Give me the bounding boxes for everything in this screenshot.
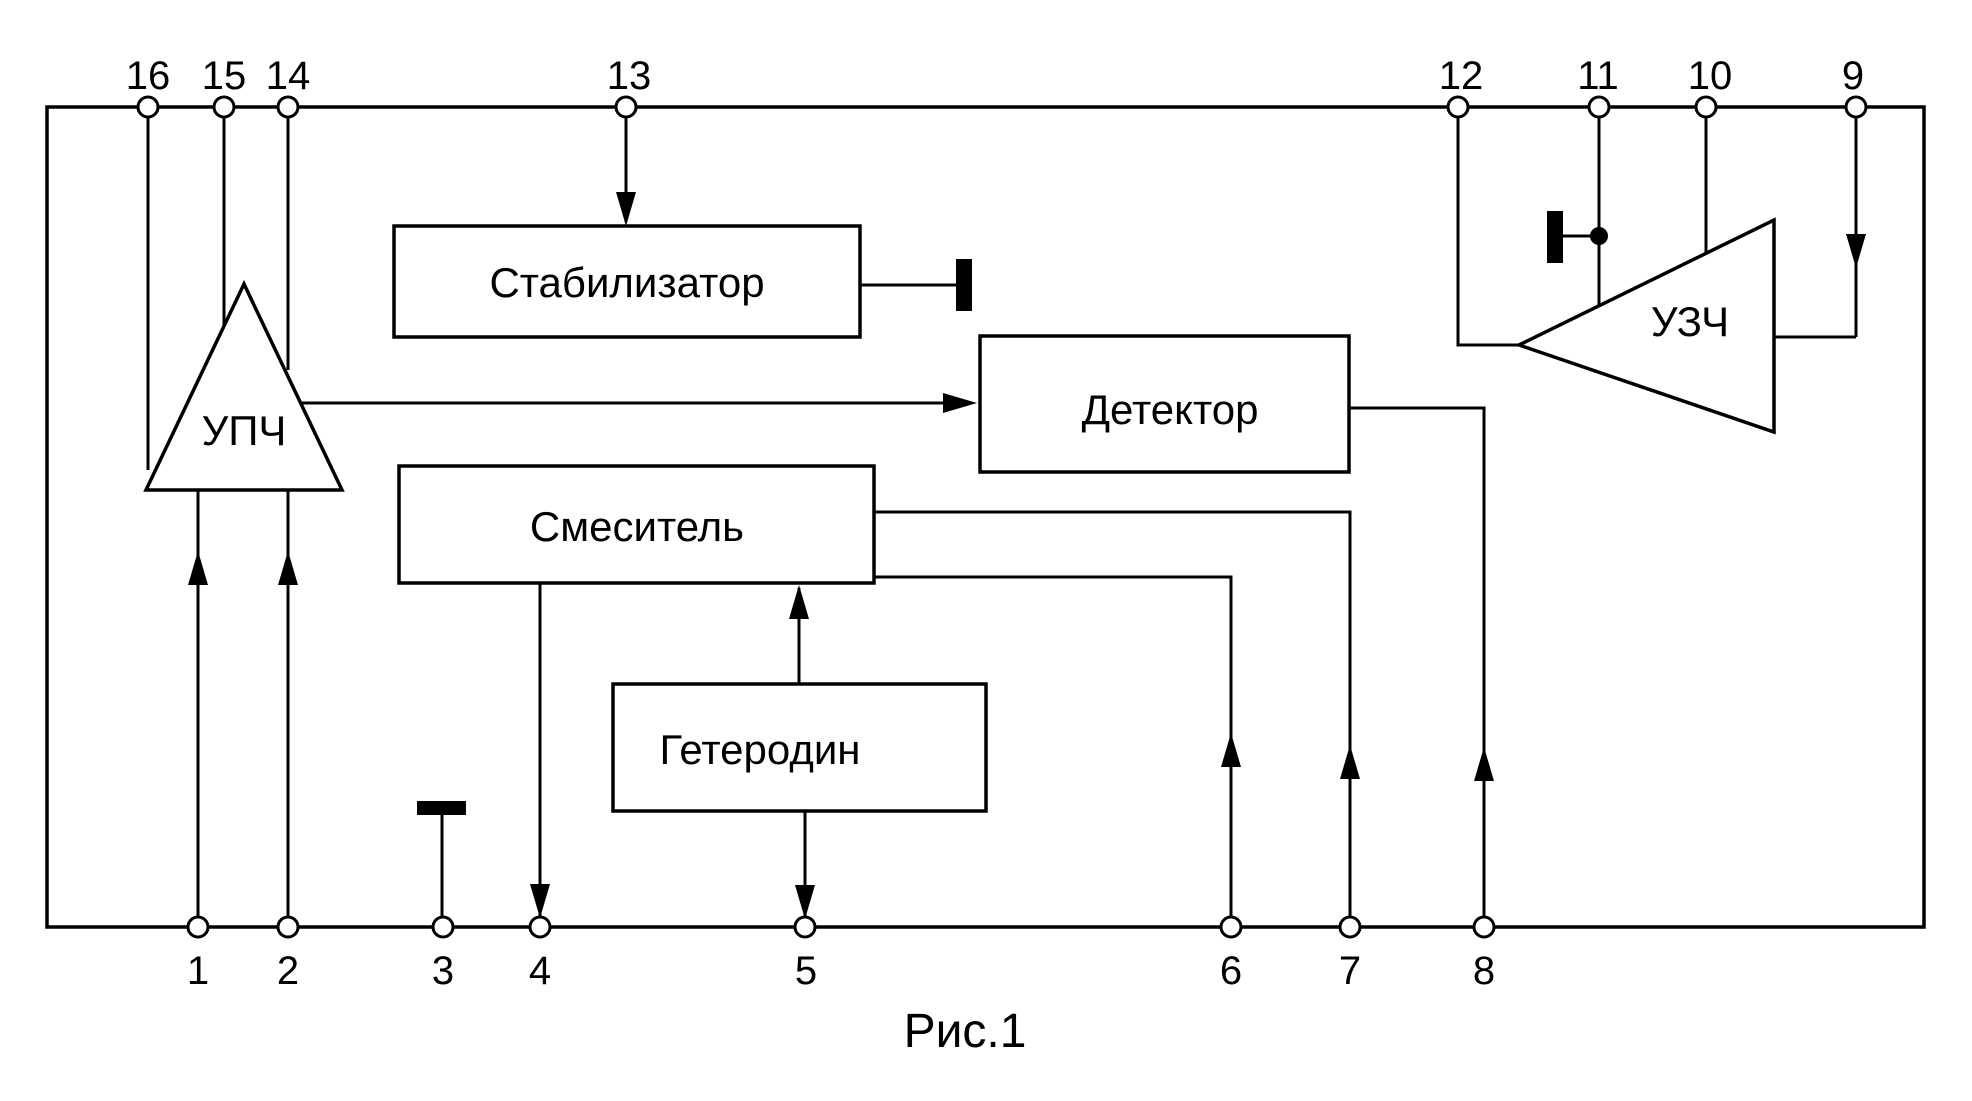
arrowhead-pin4-down (530, 884, 550, 918)
arrowhead-pin5-down (795, 885, 815, 919)
pin-label-15: 15 (202, 54, 247, 98)
capacitor-plate-stabilizer (956, 259, 972, 311)
pin-label-8: 8 (1473, 949, 1495, 993)
pin-16-node (136, 95, 160, 119)
pin-4-node (528, 915, 552, 939)
block-label-mixer: Смеситель (530, 503, 744, 550)
pin-label-9: 9 (1842, 54, 1864, 98)
pin-3-node (431, 915, 455, 939)
pin-label-7: 7 (1339, 949, 1361, 993)
pin-9-node (1844, 95, 1868, 119)
pin-10-node (1694, 95, 1718, 119)
pin-label-16: 16 (126, 54, 171, 98)
local-oscillator-block (611, 682, 988, 813)
pin-1-node (186, 915, 210, 939)
arrowhead-pin1-up (188, 551, 208, 585)
arrowhead-into-mixer-up (789, 585, 809, 619)
audio-amplifier-triangle (1514, 217, 1776, 435)
pin-label-6: 6 (1220, 949, 1242, 993)
arrowhead-pin8-up (1474, 747, 1494, 781)
figure-caption: Рис.1 (904, 1005, 1027, 1058)
pin-label-2: 2 (277, 949, 299, 993)
if-amplifier-triangle (143, 279, 345, 492)
pin-label-10: 10 (1688, 54, 1733, 98)
pin-13-node (614, 95, 638, 119)
block-label-if-amplifier: УПЧ (202, 407, 287, 454)
pin-label-3: 3 (432, 949, 454, 993)
pin-label-12: 12 (1439, 54, 1484, 98)
pin-12-node (1446, 95, 1470, 119)
pin-label-11: 11 (1577, 54, 1619, 98)
mixer-block (397, 464, 876, 585)
wire-pin12-to-afamp (1456, 107, 1519, 347)
arrowhead-pin2-up (278, 551, 298, 585)
arrowhead-pin9-down (1846, 234, 1866, 268)
pin-label-1: 1 (187, 949, 209, 993)
pin-label-13: 13 (607, 54, 652, 98)
block-label-local-oscillator: Гетеродин (660, 726, 861, 773)
pin-2-node (276, 915, 300, 939)
junction-dot-pin11 (1590, 227, 1608, 245)
pin-11-node (1587, 95, 1611, 119)
arrowhead-into-detector (943, 393, 977, 413)
pin-label-14: 14 (266, 54, 311, 98)
arrowhead-pin13-down (616, 192, 636, 226)
arrowhead-pin7-up (1340, 745, 1360, 779)
block-label-detector: Детектор (1082, 386, 1259, 433)
detector-block (978, 334, 1351, 474)
block-label-audio-amplifier: УЗЧ (1651, 298, 1729, 345)
arrowhead-pin6-up (1221, 733, 1241, 767)
block-label-stabilizer: Стабилизатор (489, 259, 764, 306)
wire-mixer-to-pin6 (874, 575, 1233, 927)
pin-8-node (1472, 915, 1496, 939)
pin-15-node (212, 95, 236, 119)
pin-7-node (1338, 915, 1362, 939)
pin-label-5: 5 (795, 949, 817, 993)
wire-detector-to-pin8 (1349, 406, 1486, 927)
pin-label-4: 4 (529, 949, 551, 993)
stabilizer-block (392, 224, 862, 339)
capacitor-plate-pin11 (1547, 211, 1563, 263)
wire-mixer-to-pin7 (874, 510, 1352, 927)
pin-5-node (793, 915, 817, 939)
pin-14-node (276, 95, 300, 119)
terminal-bar-pin3 (417, 801, 466, 815)
pin-6-node (1219, 915, 1243, 939)
ic-boundary-box (45, 105, 1926, 929)
